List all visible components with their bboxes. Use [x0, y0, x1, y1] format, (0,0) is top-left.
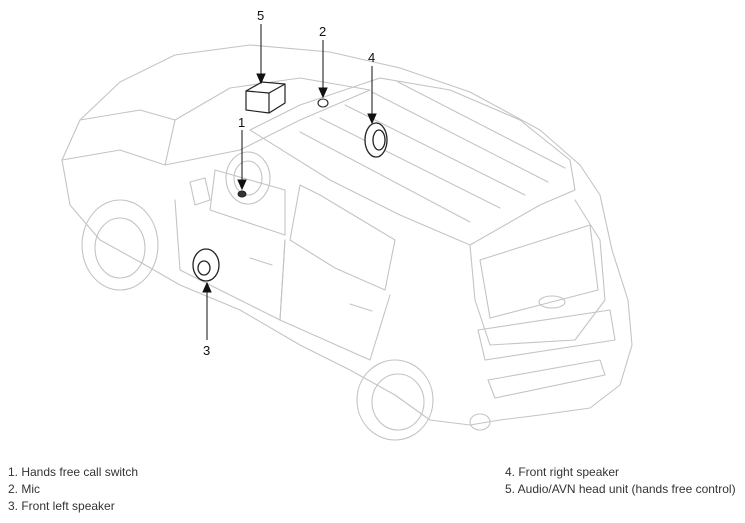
legend-item-hands-free-switch: 1. Hands free call switch [8, 465, 139, 479]
component-mic [317, 98, 329, 108]
callout-4: 4 [368, 50, 375, 65]
component-head-unit [245, 81, 286, 114]
callout-5: 5 [257, 8, 264, 23]
vehicle-outline [61, 44, 633, 441]
legend-item-front-left-speaker: 3. Front left speaker [8, 499, 115, 513]
component-front-right-speaker [364, 122, 388, 158]
component-front-left-speaker [192, 248, 220, 282]
callout-1: 1 [238, 115, 245, 130]
component-hands-free-switch [237, 190, 247, 198]
legend-left-column: 1. Hands free call switch 2. Mic 3. Fron… [8, 464, 138, 515]
legend-item-head-unit: 5. Audio/AVN head unit (hands free contr… [505, 482, 736, 496]
callout-2: 2 [319, 24, 326, 39]
vehicle-component-diagram: 5 2 4 1 3 [61, 8, 633, 441]
callout-3: 3 [203, 343, 210, 358]
leader-lines [202, 24, 377, 340]
legend-item-mic: 2. Mic [8, 482, 41, 496]
legend-right-column: 4. Front right speaker 5. Audio/AVN head… [505, 464, 736, 498]
legend-item-front-right-speaker: 4. Front right speaker [505, 465, 620, 479]
